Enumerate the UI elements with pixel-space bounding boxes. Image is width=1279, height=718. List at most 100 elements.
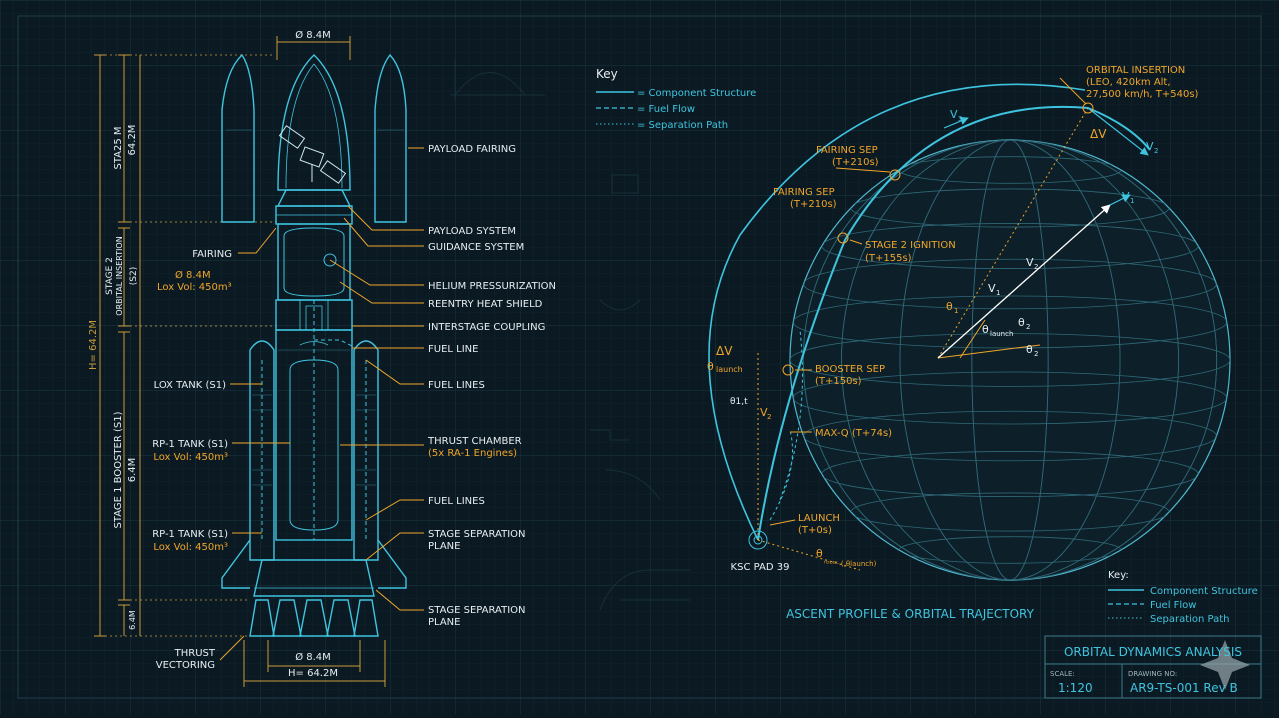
label-v2-center-sub: 2 bbox=[1034, 263, 1038, 271]
label-fairing-sep-b-t: (T+210s) bbox=[790, 199, 837, 210]
fuel-flow-lines bbox=[261, 300, 367, 540]
key-top-item-structure: = Component Structure bbox=[637, 88, 756, 99]
label-theta-launch-left-sub: launch bbox=[716, 365, 743, 374]
label-fairing-sep-b: FAIRING SEP bbox=[773, 187, 835, 198]
marker-orbital-insertion bbox=[1082, 102, 1094, 114]
label-theta-launch-c-sub: launch bbox=[990, 330, 1013, 338]
left-dimension-lines bbox=[94, 54, 141, 637]
drawing-border bbox=[17, 15, 1262, 699]
label-theta1: θ bbox=[946, 300, 953, 313]
marker-booster-sep bbox=[782, 364, 794, 376]
launch-pad-marker bbox=[748, 530, 768, 550]
label-theta-launch-c: θ bbox=[982, 323, 989, 336]
label-guidance-system: GUIDANCE SYSTEM bbox=[428, 242, 524, 253]
sta-height-text: 64.2M bbox=[127, 125, 138, 156]
trajectory-paths bbox=[708, 83, 1151, 571]
label-helium: HELIUM PRESSURIZATION bbox=[428, 281, 556, 292]
key-bottom bbox=[1108, 589, 1144, 619]
top-dimension-text: Ø 8.4M bbox=[295, 29, 331, 41]
engine-height-text: 6.4M bbox=[128, 610, 137, 630]
globe-longitude bbox=[899, 140, 1121, 580]
label-thrust-chamber: THRUST CHAMBER bbox=[427, 436, 522, 447]
label-v3: V bbox=[950, 108, 958, 121]
scale-value: 1:120 bbox=[1058, 681, 1093, 695]
label-stage2-ignition-t: (T+155s) bbox=[865, 253, 912, 264]
title-block-title: ORBITAL DYNAMICS ANALYSIS bbox=[1064, 645, 1242, 659]
label-v2-left: V bbox=[760, 406, 768, 419]
label-v1-center-sub: 1 bbox=[996, 289, 1000, 297]
leader-lines-left bbox=[219, 227, 290, 661]
drawing-value: AR9-TS-001 Rev B bbox=[1130, 681, 1238, 695]
label-fairing-sep-a-t: (T+210s) bbox=[832, 157, 879, 168]
top-dimension bbox=[276, 36, 351, 60]
label-rp1-tank-b: RP-1 TANK (S1) bbox=[152, 529, 228, 540]
outer-orbit-arc bbox=[708, 83, 1086, 541]
stage1-text: STAGE 1 BOOSTER (S1) bbox=[113, 411, 124, 528]
label-v2-center: V bbox=[1026, 256, 1034, 269]
label-booster-sep: BOOSTER SEP bbox=[815, 364, 885, 375]
sparkle-icon bbox=[1200, 640, 1250, 690]
label-delta-v-top: ΔV bbox=[1090, 127, 1107, 141]
bottom-dia-text: Ø 8.4M bbox=[295, 651, 331, 663]
label-rp1-vol-b: Lox Vol: 450m³ bbox=[153, 542, 228, 553]
leader-lines-right bbox=[329, 147, 424, 611]
engine-nozzle bbox=[353, 599, 379, 637]
label-payload-system: PAYLOAD SYSTEM bbox=[428, 226, 516, 237]
booster-left bbox=[249, 340, 275, 561]
fin-right bbox=[377, 539, 407, 589]
key-top-item-separation: = Separation Path bbox=[637, 120, 728, 131]
v2-vector bbox=[1087, 107, 1149, 156]
s2-text: (S2) bbox=[129, 267, 139, 285]
sta-text: STA25 M bbox=[113, 126, 124, 169]
drawing-label: DRAWING NO: bbox=[1128, 670, 1177, 678]
trajectory-caption: ASCENT PROFILE & ORBITAL TRAJECTORY bbox=[786, 607, 1035, 621]
label-theta2-sub: 2 bbox=[1026, 323, 1030, 331]
label-rp1-tank-a: RP-1 TANK (S1) bbox=[152, 439, 228, 450]
label-booster-sep-t: (T+150s) bbox=[815, 376, 862, 387]
key-top-title: Key bbox=[596, 67, 618, 81]
label-fuel-lines-2: FUEL LINES bbox=[428, 496, 485, 507]
velocity-vectors bbox=[937, 107, 1149, 359]
earth-globe bbox=[789, 139, 1231, 581]
key-bottom-item-fuel: Fuel Flow bbox=[1150, 600, 1196, 611]
extension-lines bbox=[100, 54, 280, 637]
booster-right bbox=[353, 340, 379, 561]
globe-latitude bbox=[803, 258, 1217, 310]
label-orbital-details-1: (LEO, 420km Alt, bbox=[1086, 77, 1171, 88]
label-orbital-insertion: ORBITAL INSERTION bbox=[1086, 65, 1185, 76]
v3-vector bbox=[943, 117, 969, 129]
label-fairing-sep-a: FAIRING SEP bbox=[816, 145, 878, 156]
label-theta-bottom-sub: ᶠᴰᴰᴰᴸ (,θlaunch) bbox=[824, 560, 877, 568]
label-stage-sep-2b: PLANE bbox=[428, 617, 460, 628]
label-delta-v-left: ΔV bbox=[716, 344, 733, 358]
globe-longitude bbox=[802, 140, 1218, 580]
label-stage-sep-1: STAGE SEPARATION bbox=[428, 529, 526, 540]
globe-longitude bbox=[841, 140, 1179, 580]
label-stage-sep-1b: PLANE bbox=[428, 541, 460, 552]
event-markers bbox=[748, 77, 1094, 550]
label-pad: KSC PAD 39 bbox=[731, 562, 790, 573]
key-top-item-fuel: = Fuel Flow bbox=[637, 104, 695, 115]
label-v3-sub: 3 bbox=[958, 115, 962, 123]
background-sketches bbox=[450, 60, 690, 611]
label-v2-right-sub: 2 bbox=[1154, 147, 1158, 155]
label-theta2: θ bbox=[1018, 316, 1025, 329]
label-interstage: INTERSTAGE COUPLING bbox=[428, 322, 545, 333]
label-v2-right: V bbox=[1146, 140, 1154, 153]
globe-latitude bbox=[803, 410, 1217, 462]
label-vectoring: VECTORING bbox=[156, 660, 215, 671]
label-theta-launch-left: θ bbox=[707, 360, 714, 373]
bottom-dimensions bbox=[243, 640, 386, 687]
globe-latitude bbox=[790, 333, 1230, 387]
stage1-height-text: 6.4M bbox=[127, 458, 138, 483]
label-launch-t: (T+0s) bbox=[798, 525, 832, 536]
label-fuel-line: FUEL LINE bbox=[428, 344, 478, 355]
overall-height-text: H= 64.2M bbox=[88, 320, 99, 370]
satellite-icon bbox=[278, 125, 347, 184]
label-theta2b: θ bbox=[1026, 343, 1033, 356]
label-fairing: FAIRING bbox=[192, 249, 232, 260]
marker-stage2-ignition bbox=[837, 232, 849, 244]
fairing-left bbox=[221, 53, 255, 223]
